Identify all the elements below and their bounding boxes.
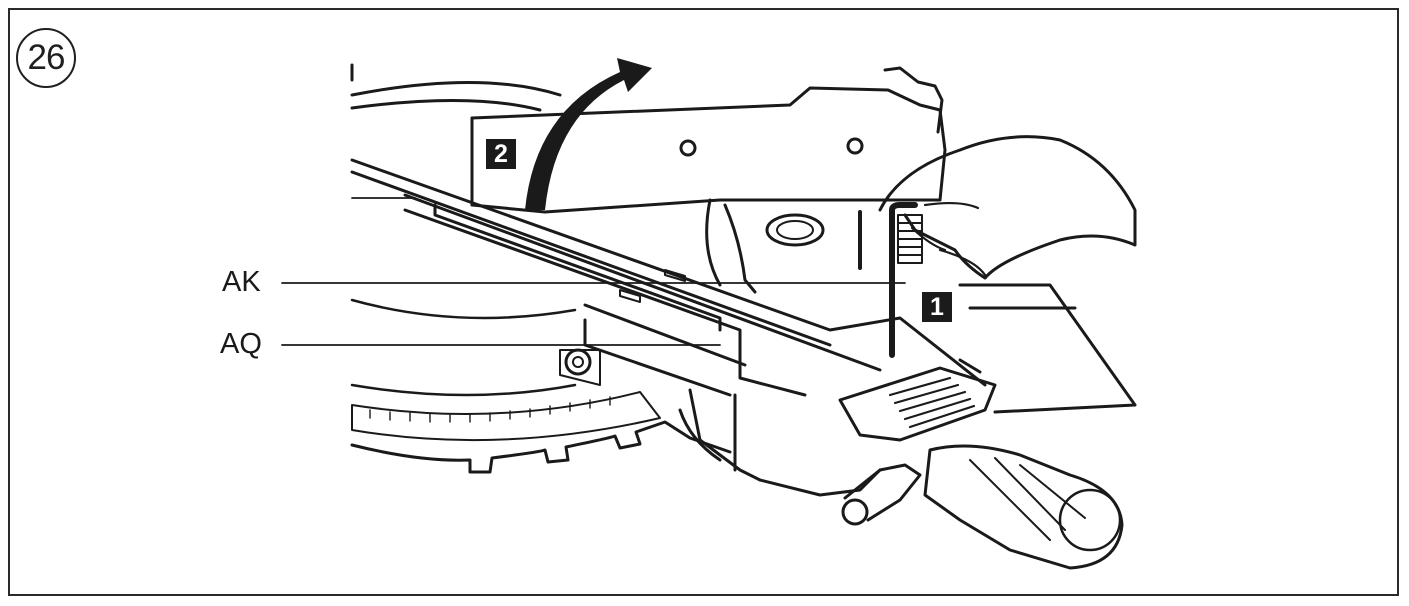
step-badge-1: 1 — [922, 292, 952, 322]
handle-ridge-1 — [969, 459, 1051, 541]
clamp-plate — [838, 366, 997, 442]
figure-frame — [8, 8, 1399, 596]
lower-body — [688, 388, 882, 497]
guard-bracket — [883, 66, 944, 134]
fence-rail-4 — [403, 208, 807, 397]
side-plate — [958, 283, 1137, 414]
turntable-disc — [350, 298, 577, 320]
lock-lever — [843, 463, 922, 522]
figure-number: 26 — [16, 28, 76, 88]
fence-slot-a — [619, 289, 641, 303]
operator-hand — [878, 135, 1137, 280]
lock-knob — [841, 498, 869, 526]
miter-lock-bolt — [564, 348, 592, 376]
figure-number-text: 26 — [27, 38, 66, 77]
fence-rail-5 — [583, 303, 747, 367]
hex-key-socket — [897, 214, 923, 264]
callout-ak: AK — [222, 266, 261, 298]
clamp-grille — [888, 376, 976, 429]
callout-aq: AQ — [220, 328, 262, 360]
handle-end-cap — [1058, 488, 1122, 552]
guard-bolt-left — [679, 139, 697, 157]
fence-slot-b — [664, 269, 686, 282]
guard-box — [470, 86, 947, 214]
rotate-arrow — [525, 58, 652, 210]
turntable-disc-lower — [350, 383, 577, 397]
step-badge-2: 2 — [486, 139, 516, 169]
turntable-arc-mid — [350, 99, 542, 112]
bevel-scale — [351, 391, 661, 442]
hex-key — [889, 202, 918, 358]
turntable-arc-outer — [350, 81, 562, 97]
fence-face — [433, 203, 722, 332]
brand-emblem — [765, 213, 825, 247]
handle-ridge-2 — [994, 457, 1066, 531]
notched-base — [350, 420, 732, 474]
fence-rail-top — [350, 158, 987, 387]
fence-rail-2 — [350, 170, 832, 347]
motor-housing — [705, 198, 757, 294]
handle-ridge-3 — [1019, 464, 1086, 519]
scale-ticks — [369, 396, 611, 423]
guard-bolt-right — [846, 137, 864, 155]
